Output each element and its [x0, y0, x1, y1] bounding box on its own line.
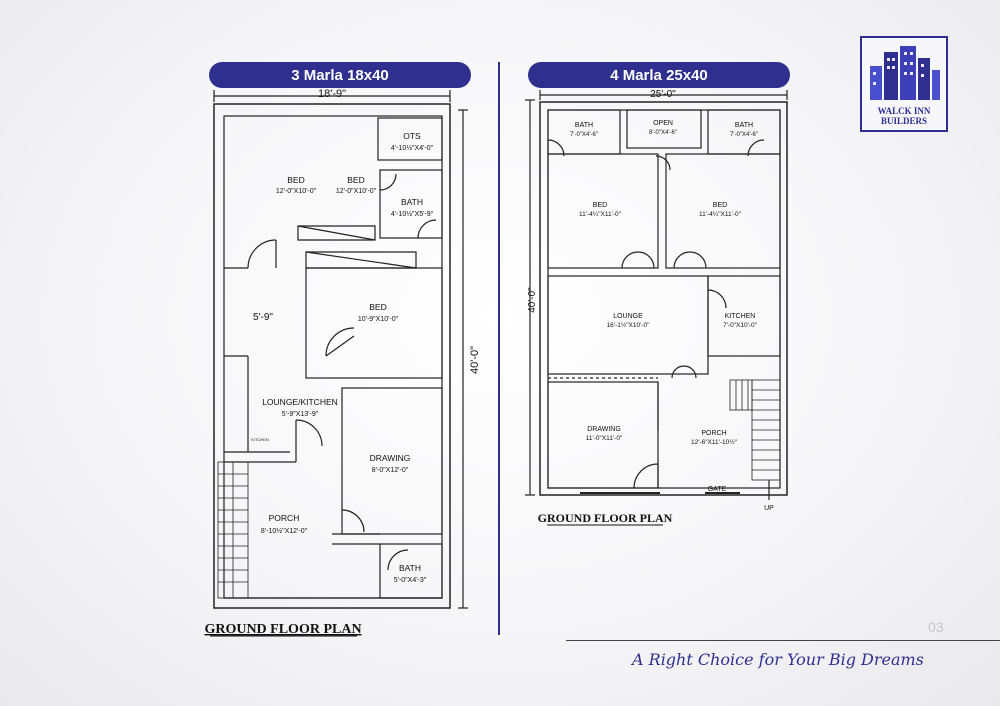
right-room-bath2-size: 7'-0"X4'-6": [730, 132, 758, 138]
left-passage-dimension: 5'-9": [253, 312, 273, 323]
left-room-bed2-size: 12'-0"X10'-0": [336, 188, 377, 195]
right-plan-caption: GROUND FLOOR PLAN: [538, 511, 673, 525]
left-room-bath1-name: BATH: [401, 197, 423, 207]
buildings-logo-icon: [870, 46, 940, 100]
right-depth-dimension: 40'-0": [527, 287, 538, 313]
right-room-porch-name: PORCH: [701, 430, 726, 437]
right-room-kitchen-size: 7'-0"X10'-0": [723, 322, 758, 329]
left-plan-title: 3 Marla 18x40: [209, 62, 471, 88]
right-room-porch-size: 12'-6"X11'-10½": [691, 438, 738, 446]
left-room-bed1-size: 12'-0"X10'-0": [276, 188, 317, 195]
left-room-bed2-name: BED: [347, 175, 364, 185]
left-room-lounge-size: 5'-9"X13'-9": [282, 411, 319, 418]
left-floor-plan: [213, 90, 468, 609]
right-room-kitchen-name: KITCHEN: [725, 313, 756, 320]
right-width-dimension: 25'-0": [650, 89, 676, 100]
brand-name-line1: WALCK INN: [877, 106, 931, 116]
page-number: 03: [928, 619, 944, 635]
right-room-bath1-name: BATH: [575, 122, 593, 129]
left-room-porch-name: PORCH: [269, 513, 300, 523]
left-room-drawing-name: DRAWING: [370, 453, 411, 463]
tagline: A Right Choice for Your Big Dreams: [632, 650, 924, 669]
right-floor-plan: [525, 90, 788, 500]
left-room-bed3-size: 10'-9"X10'-0": [358, 316, 399, 323]
footer-divider: [566, 640, 1000, 641]
left-width-dimension: 18'-9": [318, 88, 346, 100]
left-room-bed3-name: BED: [369, 302, 386, 312]
left-room-lounge-name: LOUNGE/KITCHEN: [262, 397, 338, 407]
right-room-open-size: 8'-0"X4'-6": [649, 130, 677, 136]
right-room-drawing-name: DRAWING: [587, 426, 621, 433]
right-plan-title: 4 Marla 25x40: [528, 62, 790, 88]
brand-logo: WALCK INN BUILDERS: [860, 36, 948, 132]
right-room-bed2-size: 11'-4¼"X11'-0": [699, 211, 742, 218]
left-room-porch-size: 8'-10½"X12'-0": [261, 527, 308, 535]
right-room-bath2-name: BATH: [735, 122, 753, 129]
left-depth-dimension: 40'-0": [469, 346, 481, 374]
right-room-bed1-size: 11'-4¼"X11'-0": [579, 211, 622, 218]
left-kitchen-tag: KITCHEN: [251, 437, 269, 442]
left-room-drawing-size: 8'-0"X12'-0": [372, 467, 409, 474]
right-room-drawing-size: 11'-0"X11'-0": [586, 435, 623, 442]
left-room-bath1-size: 4'-10½"X5'-9": [391, 210, 434, 218]
right-gate-label: GATE: [708, 486, 727, 493]
left-plan-caption: GROUND FLOOR PLAN: [204, 622, 361, 637]
left-room-ots-name: OTS: [403, 131, 421, 141]
left-room-bath2-name: BATH: [399, 563, 421, 573]
brand-name-line2: BUILDERS: [880, 116, 927, 126]
right-room-bed2-name: BED: [713, 202, 727, 209]
right-room-lounge-size: 16'-1½"X10'-0": [607, 321, 651, 329]
right-room-open-name: OPEN: [653, 120, 673, 127]
right-room-bath1-size: 7'-0"X4'-6": [570, 132, 598, 138]
right-room-lounge-name: LOUNGE: [613, 313, 643, 320]
left-room-bath2-size: 5'-0"X4'-3": [394, 577, 427, 584]
left-room-ots-size: 4'-10½"X4'-0": [391, 144, 434, 152]
right-room-bed1-name: BED: [593, 202, 607, 209]
right-up-label: UP: [764, 505, 774, 512]
left-room-bed1-name: BED: [287, 175, 304, 185]
